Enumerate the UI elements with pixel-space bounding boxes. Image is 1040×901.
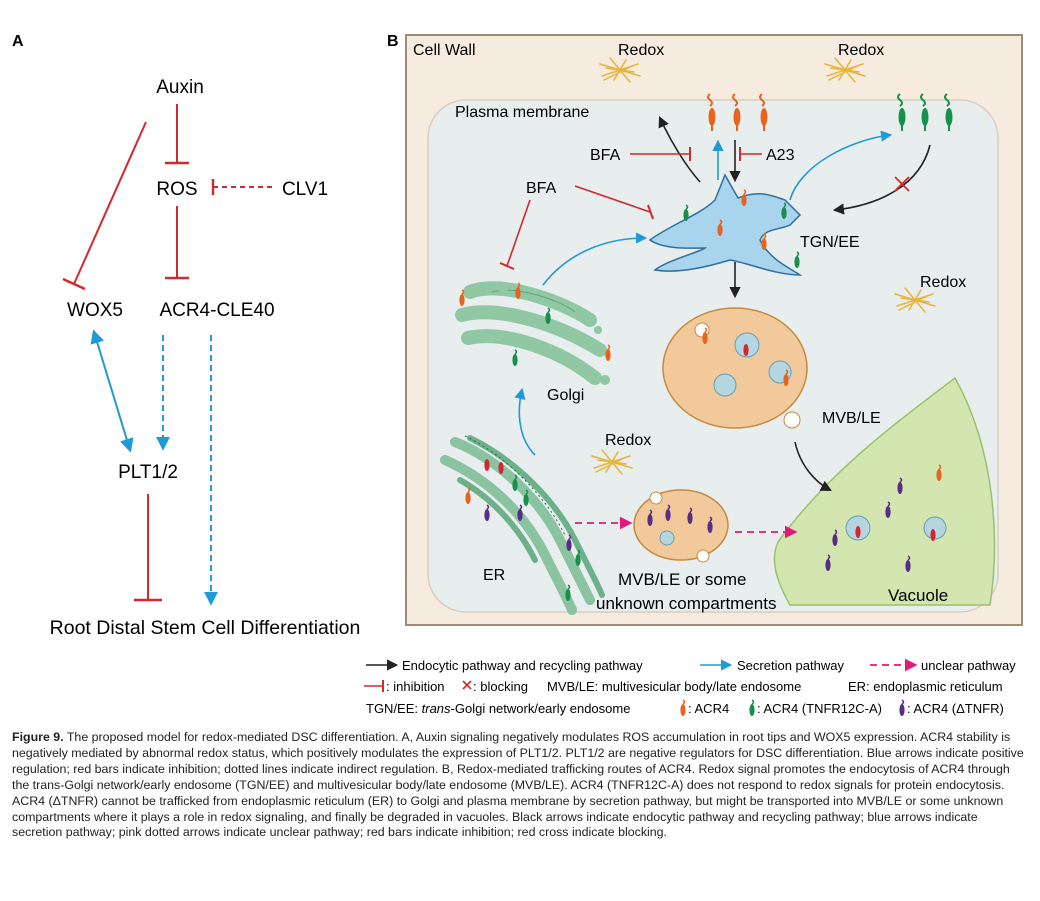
node-auxin: Auxin [156,77,204,98]
node-wox5: WOX5 [67,300,123,321]
legend-inhibition: : inhibition [386,679,445,694]
er-label: ER [483,567,505,584]
bfa-label-1: BFA [590,147,621,164]
redox-label-3: Redox [920,274,966,291]
node-plt12: PLT1/2 [118,462,178,483]
mvb-unknown-label-1: MVB/LE or some [618,570,747,589]
block-cross [894,176,910,192]
legend-er-def: ER: endoplasmic reticulum [848,679,1003,694]
legend-acr4-tnfr12c: : ACR4 (TNFR12C-A) [757,701,882,716]
redox-label-2: Redox [838,42,884,59]
node-ros: ROS [156,179,197,200]
inhibit-bar-auxin-wox5 [62,277,86,291]
panel-a-label: A [12,33,24,50]
legend-icon-acr4-tnfr12c [748,699,756,717]
arrow-tgn-to-pm-recycle [658,115,701,183]
inhibit-auxin-wox5 [73,121,147,285]
panel-b: B Cell Wall Plasma membrane Redox Redox … [387,33,1023,626]
vac-acr4-2 [855,526,861,538]
panel-b-label: B [387,33,399,50]
mvb-unknown [633,489,729,561]
legend-secretion: Secretion pathway [737,658,844,673]
inhibit-bar-bfa-golgi [499,262,515,270]
mvb-unknown-label-2: unknown compartments [596,594,776,613]
legend-mvb-def: MVB/LE: multivesicular body/late endosom… [547,679,801,694]
vacuole-label: Vacuole [888,586,948,605]
figure-caption: Figure 9. The proposed model for redox-m… [12,730,1030,841]
legend-tgn-def: TGN/EE: trans-Golgi network/early endoso… [366,701,630,716]
arrow-wox5-plt12 [90,329,134,453]
er-acr4-1 [484,459,490,471]
tgn-ee-label: TGN/EE [800,234,860,251]
vac-acr4-3 [930,529,936,541]
er-acr4-2 [498,462,504,474]
legend-icon-acr4-dtnfr [898,699,906,717]
inhibit-bar-bfa-tgn [647,204,654,220]
legend-acr4: : ACR4 [688,701,729,716]
legend-endocytic: Endocytic pathway and recycling pathway [402,658,643,673]
cell-wall-label: Cell Wall [413,42,476,59]
caption-figure-label: Figure 9. [12,730,64,744]
plasma-membrane-label: Plasma membrane [455,104,589,121]
arrow-mvb-to-vacuole [794,441,832,492]
node-root-dsc: Root Distal Stem Cell Differentiation [50,617,361,639]
redox-label-1: Redox [618,42,664,59]
arrow-er-to-golgi [514,387,536,456]
mvb-vesicle-2 [713,373,737,397]
a23-label: A23 [766,147,795,164]
arrow-golgi-to-tgn [542,232,648,286]
legend-icon-acr4 [679,699,687,717]
node-acr4-cle40: ACR4-CLE40 [159,300,274,321]
legend-blocking: : blocking [473,679,528,694]
inhibit-bfa-tgn [574,185,651,213]
golgi-label: Golgi [547,387,584,404]
mvb-acr4-2 [743,344,749,356]
caption-text: The proposed model for redox-mediated DS… [12,730,1024,840]
legend-block-cross [462,680,472,690]
bfa-label-2: BFA [526,180,557,197]
redox-label-4: Redox [605,432,651,449]
legend: Endocytic pathway and recycling pathway … [364,658,1016,717]
legend-unclear: unclear pathway [921,658,1016,673]
mvb-le-label: MVB/LE [822,410,881,427]
inhibit-bfa-golgi [506,199,531,267]
legend-acr4-dtnfr: : ACR4 (ΔTNFR) [907,701,1004,716]
node-clv1: CLV1 [282,179,328,200]
golgi [455,281,610,385]
arrow-tgn-to-pm-tnfr [789,130,893,201]
figure-canvas: A Auxin ROS CLV1 WOX5 ACR4-CLE40 PLT1/2 … [12,33,1023,717]
vacuole [773,376,996,606]
panel-a: A Auxin ROS CLV1 WOX5 ACR4-CLE40 PLT1/2 … [12,33,360,639]
mvb-le [662,307,808,429]
